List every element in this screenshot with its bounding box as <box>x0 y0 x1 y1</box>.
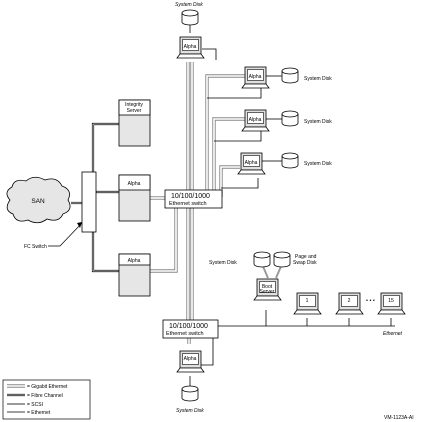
gigabit-ethernet-links <box>150 62 245 344</box>
ethernet-links <box>201 48 395 366</box>
alpha-right-3-label: Alpha <box>245 160 258 166</box>
san-label: SAN <box>31 198 45 205</box>
alpha-server-middle: Alpha <box>118 174 151 222</box>
satellite-15-label: 15 <box>388 298 394 304</box>
alpha-workstation-top: System Disk Alpha <box>175 2 205 59</box>
alpha-workstation-bottom: Alpha System Disk <box>176 350 205 414</box>
alpha-workstation-right-1: Alpha System Disk <box>241 66 332 89</box>
fibre-channel-links <box>71 122 119 273</box>
system-disk-top-label: System Disk <box>175 2 203 8</box>
fc-switch: FC Switch <box>24 171 97 250</box>
satellite-node-2: 2 <box>335 292 364 315</box>
system-disk-right-3-label: System Disk <box>304 161 332 167</box>
satellite-node-15: 15 <box>377 292 406 315</box>
legend-gigabit: = Gigabit Ethernet <box>27 384 68 390</box>
boot-server: System Disk Page and Swap Disk Boot Serv… <box>209 251 317 301</box>
satellite-2-label: 2 <box>348 298 351 304</box>
integrity-server-label-line1: Integrity <box>125 102 143 108</box>
legend: = Gigabit Ethernet = Fibre Channel = SCS… <box>2 379 91 420</box>
system-disk-right-1-label: System Disk <box>304 76 332 82</box>
ethernet-switch-upper-line1: 10/100/1000 <box>171 193 210 200</box>
alpha-right-1-label: Alpha <box>249 74 262 80</box>
alpha-workstation-right-3: Alpha System Disk <box>237 152 332 175</box>
page-swap-label-line2: Swap Disk <box>293 260 317 266</box>
alpha-bottom-label: Alpha <box>184 356 197 362</box>
satellite-node-1: 1 <box>293 292 322 315</box>
boot-server-label-line2: Server <box>260 289 275 295</box>
legend-ethernet: = Ethernet <box>27 410 51 416</box>
system-disk-right-2-label: System Disk <box>304 119 332 125</box>
ethernet-switch-lower-line1: 10/100/1000 <box>169 323 208 330</box>
boot-system-disk-label: System Disk <box>209 260 237 266</box>
page-swap-label-line1: Page and <box>295 254 317 260</box>
integrity-server: Integrity Server <box>118 99 151 147</box>
ethernet-switch-lower: 10/100/1000 Ethernet switch <box>162 319 219 339</box>
fc-switch-label: FC Switch <box>24 244 47 250</box>
satellite-1-label: 1 <box>306 298 309 304</box>
integrity-server-label-line2: Server <box>127 108 142 114</box>
alpha-server-middle-label: Alpha <box>128 181 141 187</box>
legend-scsi: = SCSI <box>27 402 43 408</box>
ethernet-switch-upper-line2: Ethernet switch <box>169 201 207 207</box>
boot-server-label-line1: Boot <box>262 284 273 290</box>
legend-fibre: = Fibre Channel <box>27 393 63 399</box>
san-cloud: SAN <box>6 176 71 224</box>
figure-id: VM-1123A-AI <box>384 415 414 421</box>
alpha-server-bottom-label: Alpha <box>128 258 141 264</box>
alpha-workstation-right-2: Alpha System Disk <box>241 109 332 132</box>
satellite-ellipsis: • • • <box>366 298 375 304</box>
ethernet-switch-lower-line2: Ethernet switch <box>166 331 204 337</box>
ethernet-switch-upper: 10/100/1000 Ethernet switch <box>164 189 223 209</box>
alpha-top-label: Alpha <box>184 44 197 50</box>
system-disk-bottom-label: System Disk <box>176 408 204 414</box>
alpha-right-2-label: Alpha <box>249 117 262 123</box>
ethernet-label: Ethernet <box>383 331 403 337</box>
alpha-server-bottom: Alpha <box>118 253 151 297</box>
